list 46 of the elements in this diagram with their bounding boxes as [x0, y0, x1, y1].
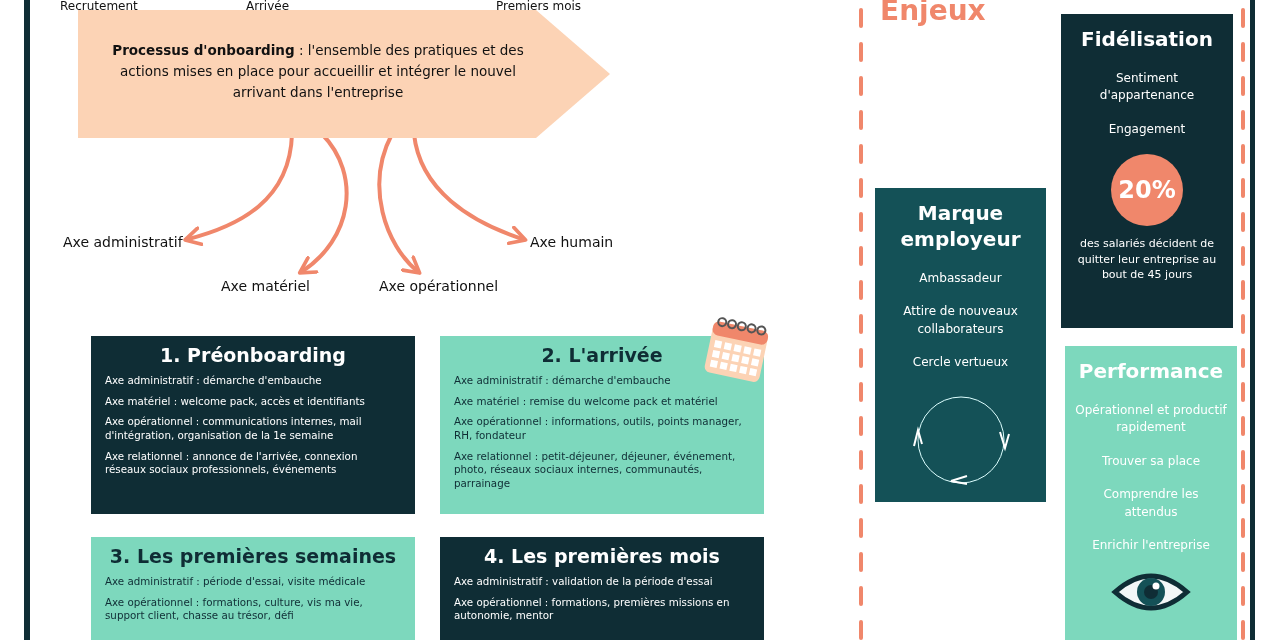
card-text: Axe opérationnel : informations, outils, points manager, RH, fondateur — [454, 415, 743, 443]
stake-card — [1065, 346, 1237, 640]
card-title: Performance — [1078, 358, 1224, 384]
axis-label: Axe administratif — [63, 232, 183, 251]
card-text: Axe matériel : welcome pack, accès et identifiants — [105, 394, 366, 409]
process-arrow — [78, 10, 610, 138]
card-text: Opérationnel et productif rapidement — [1075, 402, 1227, 437]
card-text: Axe opérationnel : communications internes, mail d'intégration, organisation de la 1e semaine — [105, 415, 363, 443]
card-title: 2. L'arrivée — [540, 344, 664, 366]
stat-caption: des salariés décident de quitter leur entreprise au bout de 45 jours — [1076, 236, 1218, 283]
card-text: Axe matériel : remise du welcome pack et matériel — [454, 394, 719, 409]
card-text: Axe administratif : période d'essai, visite médicale — [105, 575, 367, 589]
timeline-label: Arrivée — [246, 0, 290, 12]
phase-card — [91, 537, 415, 640]
phase-card — [91, 336, 415, 514]
timeline-label: Recrutement — [60, 0, 138, 12]
card-title: Fidélisation — [1081, 26, 1213, 52]
card-title: 3. Les premières semaines — [108, 545, 398, 567]
phase-card — [440, 537, 764, 640]
definition-text: Processus d'onboarding : l'ensemble des pratiques et des actions mises en place pour accueillir et intégrer le nouvel arrivant dans l'entreprise — [111, 41, 525, 102]
stake-card — [875, 188, 1046, 502]
phase-card — [440, 336, 764, 514]
card-text: Trouver sa place — [1101, 452, 1201, 470]
card-text: Axe administratif : démarche d'embauche — [454, 374, 672, 388]
card-text: Engagement — [1108, 120, 1186, 138]
card-text: Enrichir l'entreprise — [1092, 536, 1210, 554]
axis-label: Axe matériel — [221, 276, 310, 295]
axis-label: Axe opérationnel — [379, 276, 499, 295]
axis-label: Axe humain — [530, 232, 614, 251]
card-text: Axe opérationnel : formations, culture, vis ma vie, support client, chasse au trésor, défi — [105, 595, 364, 624]
stake-card — [1061, 14, 1233, 328]
timeline-label: Premiers mois — [496, 0, 582, 12]
card-text: Sentiment d'appartenance — [1098, 70, 1196, 105]
card-text: Attire de nouveaux collaborateurs — [902, 303, 1019, 338]
card-text: Axe relationnel : annonce de l'arrivée, connexion réseaux sociaux professionnels, événements — [105, 449, 359, 478]
card-text: Axe administratif : démarche d'embauche — [105, 374, 323, 388]
card-text: Axe opérationnel : formations, premières missions en autonomie, mentor — [454, 595, 731, 624]
card-text: Ambassadeur — [919, 270, 1002, 287]
card-text: Cercle vertueux — [912, 354, 1009, 372]
stat-circle: 20% — [1111, 154, 1183, 227]
card-text: Axe relationnel : petit-déjeuner, déjeuner, événement, photo, réseaux sociaux internes, communautés, parrainage — [454, 449, 737, 491]
card-title: Marque employeur — [899, 200, 1022, 252]
card-text: Axe administratif : validation de la période d'essai — [454, 575, 714, 589]
card-title: 4. Les premières mois — [483, 545, 721, 567]
card-title: 1. Préonboarding — [159, 344, 347, 366]
card-text: Comprendre les attendus — [1102, 486, 1200, 521]
